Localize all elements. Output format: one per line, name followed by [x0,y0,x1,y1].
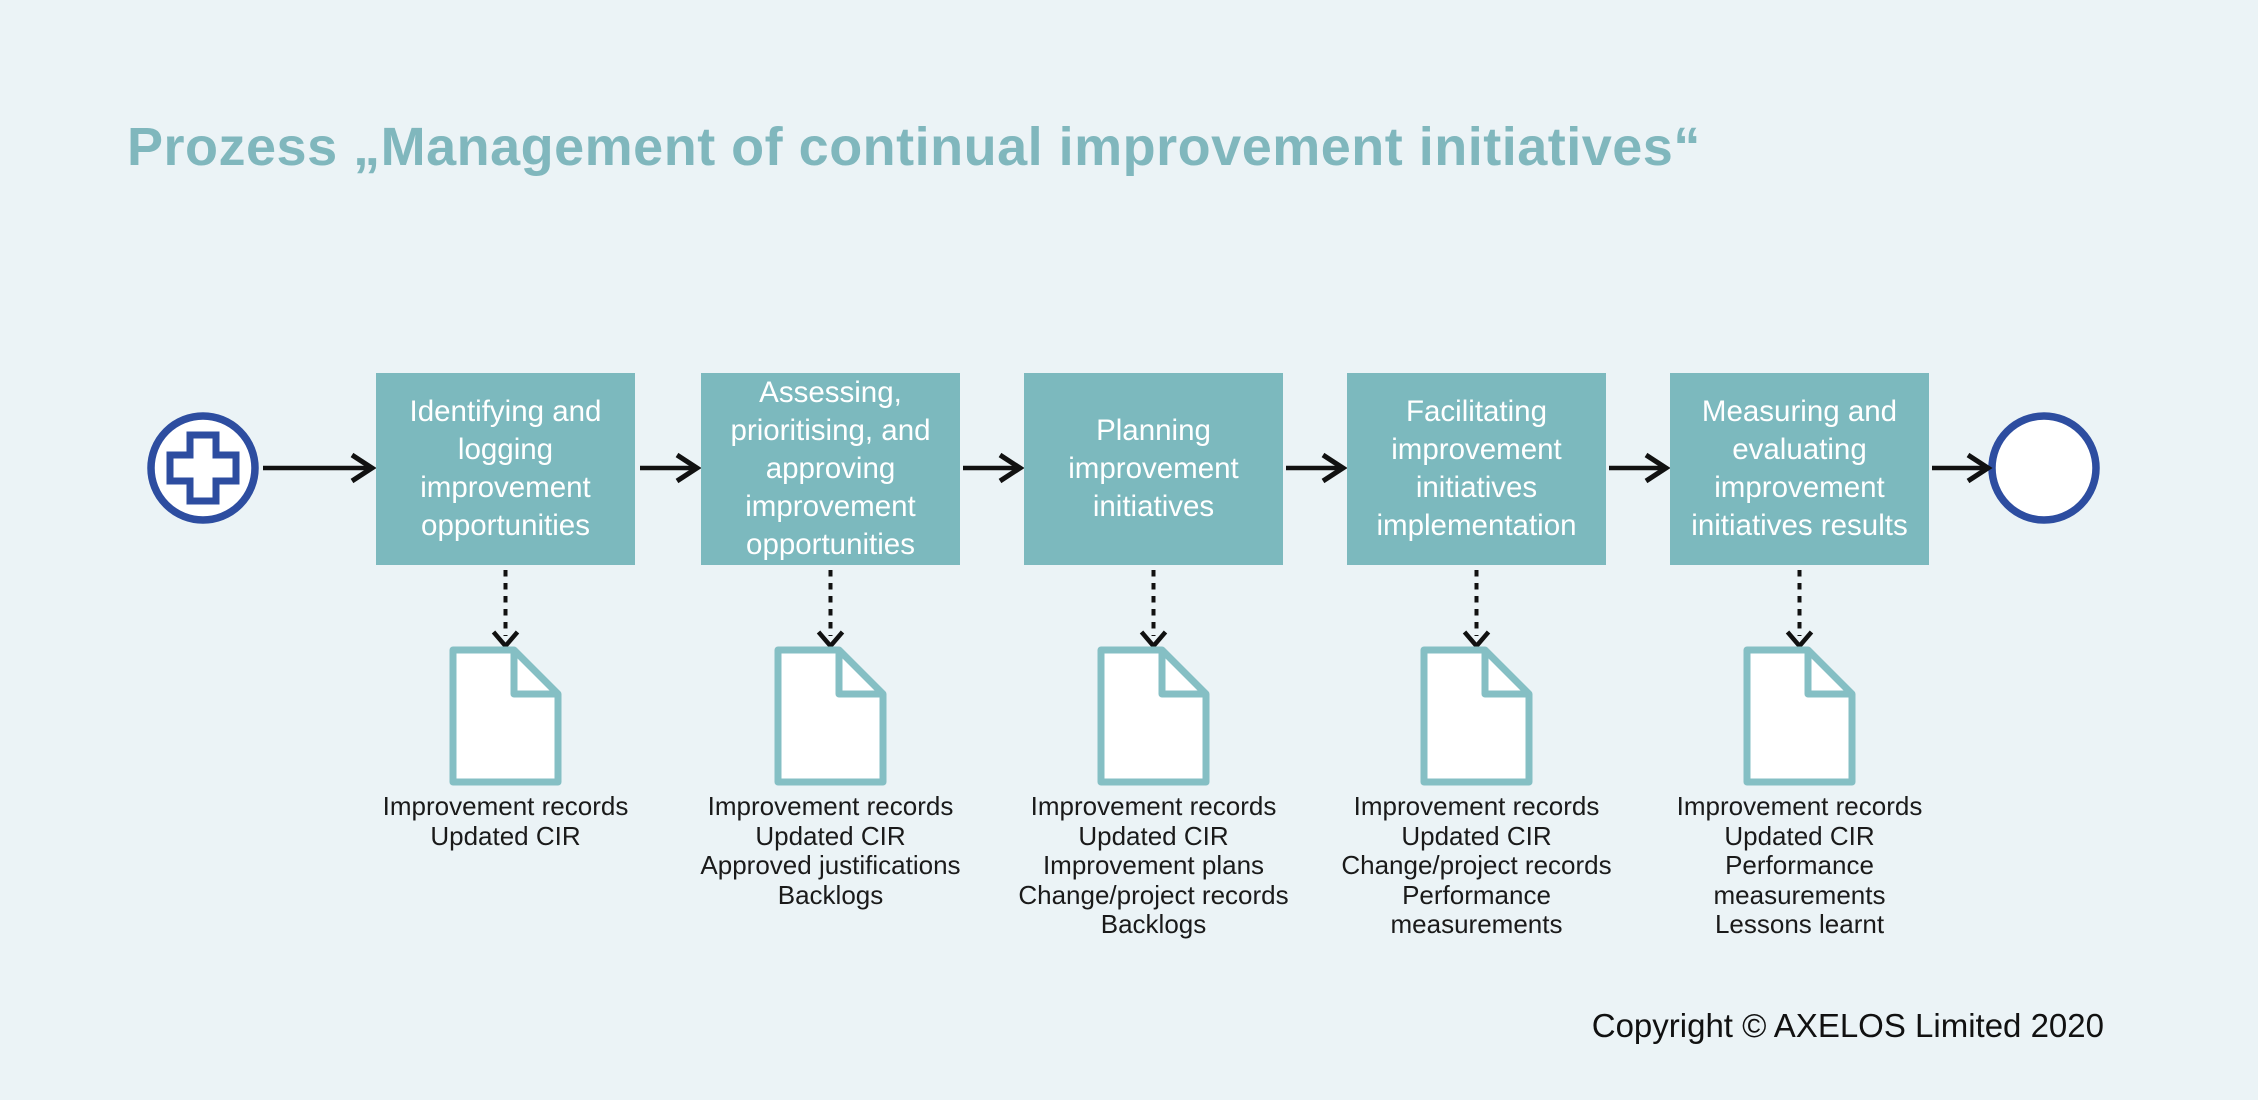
step-label: Measuring and evaluating improvement ini… [1691,395,1908,542]
arrow-right-icon [263,452,377,484]
output-line: Improvement plans [1042,850,1265,880]
document-icon [1743,646,1856,786]
output-documents [449,646,1856,786]
arrow-right-icon [1286,452,1348,484]
output-line: Updated CIR [1724,820,1875,851]
output-line: Improvement records [382,791,629,821]
step-label: Facilitating improvement initiatives imp… [1376,395,1577,542]
dashed-arrow-down-icon [491,570,520,650]
output-line: Improvement records [1676,791,1923,821]
output-line: Updated CIR [755,820,906,851]
output-line: Performance [1402,879,1551,910]
dashed-arrow-down-icon [1462,570,1491,650]
step-label: Planning improvement initiatives [1068,414,1239,523]
step-label: Assessing, prioritising, and approving i… [730,376,931,561]
output-line: Improvement records [1030,791,1277,821]
document-icon [774,646,887,786]
output-arrows [491,570,1814,650]
step-label: Identifying and logging improvement oppo… [409,395,602,542]
copyright-notice: Copyright © AXELOS Limited 2020 [1591,1007,2104,1044]
output-line: Improvement records [1353,791,1600,821]
output-line: Updated CIR [1078,820,1229,851]
arrow-right-icon [640,452,702,484]
output-line: Backlogs [777,879,884,910]
document-icon [1420,646,1533,786]
flow-arrows [263,452,1993,484]
plus-icon [166,431,240,505]
output-line: Performance [1725,850,1874,880]
output-line: Improvement records [707,791,954,821]
arrow-right-icon [1932,452,1993,484]
step-box-identifying: Identifying and logging improvement oppo… [376,373,635,565]
step-box-measuring: Measuring and evaluating improvement ini… [1670,373,1929,565]
dashed-arrow-down-icon [1139,570,1168,650]
start-event [147,412,259,524]
document-icon [449,646,562,786]
arrow-right-icon [963,452,1025,484]
output-line: measurements [1713,879,1886,910]
output-line: Approved justifications [700,850,961,880]
output-line: measurements [1390,909,1563,939]
arrow-right-icon [1609,452,1671,484]
document-icon [1097,646,1210,786]
end-event-circle-icon [1988,412,2100,524]
output-line: Lessons learnt [1714,909,1885,939]
page-title: Prozess „Management of continual improve… [127,117,1701,177]
output-line: Change/project records [1341,850,1612,880]
step-box-assessing: Assessing, prioritising, and approving i… [701,373,960,565]
step-box-planning: Planning improvement initiatives [1024,373,1283,565]
output-line: Change/project records [1018,879,1289,910]
dashed-arrow-down-icon [1785,570,1814,650]
output-line: Updated CIR [1401,820,1552,851]
dashed-arrow-down-icon [816,570,845,650]
step-box-facilitating: Facilitating improvement initiatives imp… [1347,373,1606,565]
bottom-white-strip [0,1100,2258,1108]
output-line: Backlogs [1100,909,1207,939]
output-line: Updated CIR [430,820,581,851]
